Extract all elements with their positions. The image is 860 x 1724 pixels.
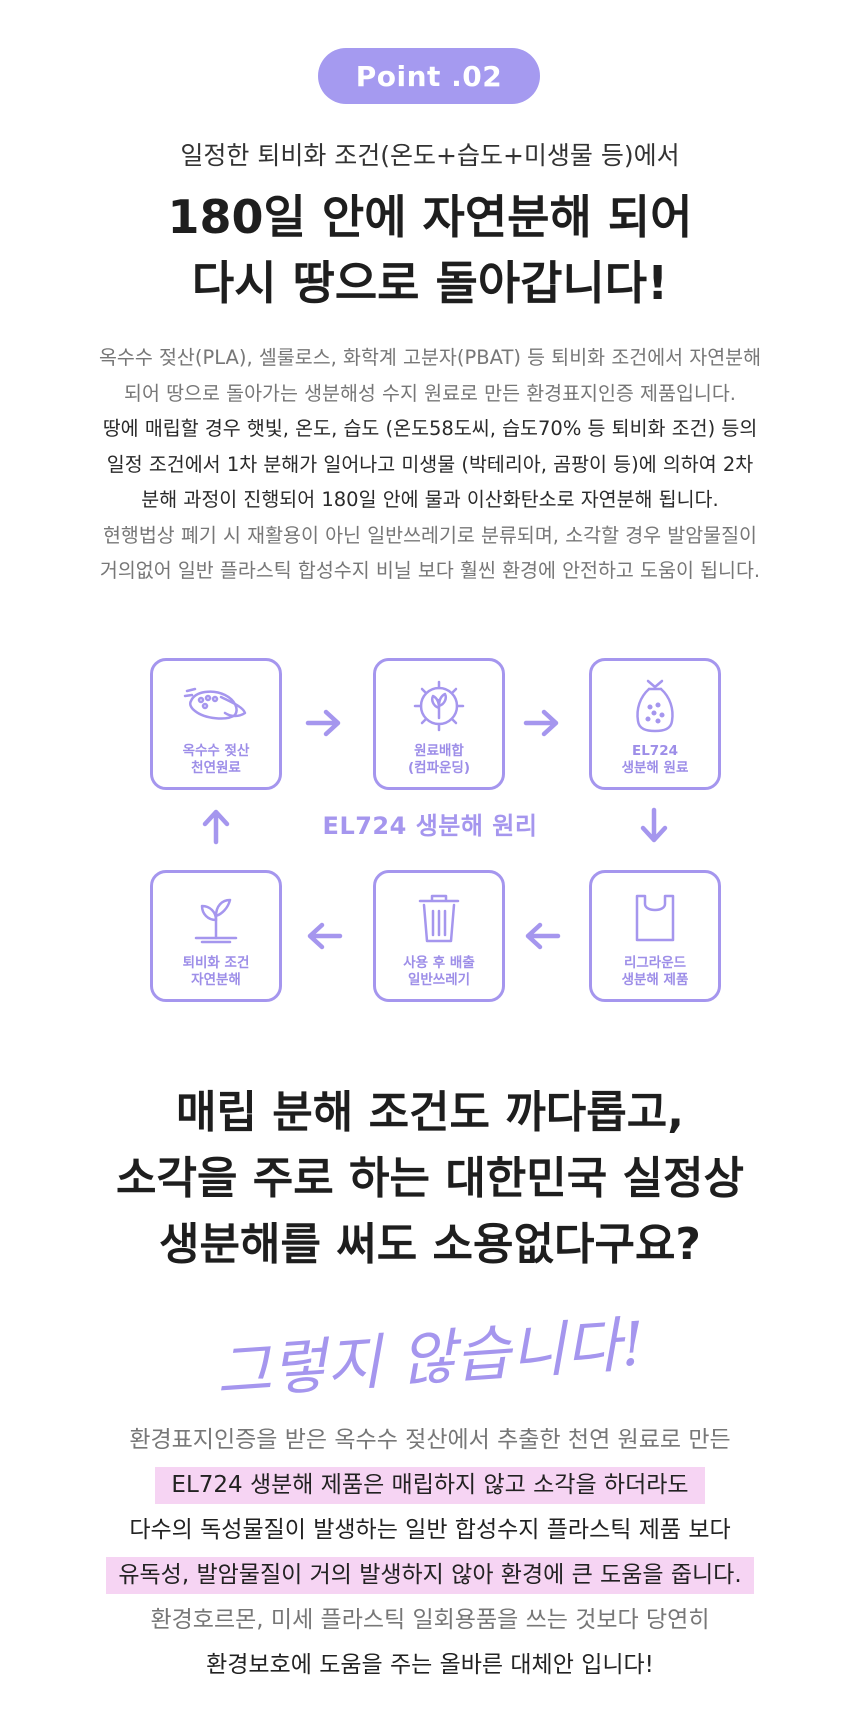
trash-icon — [376, 887, 502, 949]
step-label: 퇴비화 조건 자연분해 — [153, 955, 279, 989]
step-natural-decomposition: 퇴비화 조건 자연분해 — [150, 870, 282, 1002]
highlight-text: EL724 생분해 제품은 매립하지 않고 소각을 하더라도 — [155, 1467, 705, 1504]
closing-line: 환경표지인증을 받은 옥수수 젖산에서 추출한 천연 원료로 만든 — [129, 1427, 731, 1453]
description-paragraph: 옥수수 젖산(PLA), 셀룰로스, 화학계 고분자(PBAT) 등 퇴비화 조… — [20, 340, 840, 589]
arrow-right-icon — [523, 709, 559, 737]
description-line: 땅에 매립할 경우 햇빛, 온도, 습도 (온도58도씨, 습도70% 등 퇴비… — [102, 417, 758, 440]
closing-line-highlighted: EL724 생분해 제품은 매립하지 않고 소각을 하더라도 — [0, 1463, 860, 1508]
corn-icon — [153, 675, 279, 737]
step-label-line: 사용 후 배출 — [403, 955, 475, 971]
section-headline: 180일 안에 자연분해 되어 다시 땅으로 돌아갑니다! — [0, 184, 860, 316]
arrow-left-icon — [307, 922, 343, 950]
step-label-line: (컴파운딩) — [407, 760, 471, 776]
headline-line: 180일 안에 자연분해 되어 — [167, 190, 693, 244]
point-badge: Point .02 — [318, 48, 540, 104]
step-label-line: 옥수수 젖산 — [182, 743, 250, 759]
highlight-text: 유독성, 발암물질이 거의 발생하지 않아 환경에 큰 도움을 줍니다. — [106, 1557, 754, 1594]
question-line: 생분해를 써도 소용없다구요? — [159, 1219, 701, 1270]
step-general-waste: 사용 후 배출 일반쓰레기 — [373, 870, 505, 1002]
description-line: 일정 조건에서 1차 분해가 일어나고 미생물 (박테리아, 곰팡이 등)에 의… — [106, 452, 754, 476]
arrow-left-icon — [525, 922, 561, 950]
closing-line: 환경보호에 도움을 주는 올바른 대체안 입니다! — [206, 1652, 654, 1678]
step-label: EL724 생분해 원료 — [592, 743, 718, 777]
sprout-icon — [153, 887, 279, 949]
diagram-title: EL724 생분해 원리 — [322, 812, 538, 840]
description-line: 현행법상 폐기 시 재활용이 아닌 일반쓰레기로 분류되며, 소각할 경우 발암… — [102, 523, 757, 547]
arrow-down-icon — [640, 807, 668, 843]
step-label-line: 자연분해 — [191, 972, 241, 988]
section-subtitle: 일정한 퇴비화 조건(온도+습도+미생물 등)에서 — [180, 141, 680, 170]
step-el724-raw-material: EL724 생분해 원료 — [589, 658, 721, 790]
step-label: 리그라운드 생분해 제품 — [592, 955, 718, 989]
step-corn-raw-material: 옥수수 젖산 천연원료 — [150, 658, 282, 790]
headline-line: 다시 땅으로 돌아갑니다! — [191, 256, 669, 310]
step-compounding: 원료배합 (컴파운딩) — [373, 658, 505, 790]
step-label-line: 천연원료 — [191, 760, 241, 776]
question-heading: 매립 분해 조건도 까다롭고, 소각을 주로 하는 대한민국 실정상 생분해를 … — [0, 1080, 860, 1278]
step-label: 원료배합 (컴파운딩) — [376, 743, 502, 777]
arrow-up-icon — [202, 809, 230, 845]
step-label-line: 퇴비화 조건 — [182, 955, 250, 971]
arrow-right-icon — [305, 709, 341, 737]
step-label-line: 일반쓰레기 — [407, 972, 471, 988]
step-label-line: 리그라운드 — [623, 955, 687, 971]
closing-line: 환경호르몬, 미세 플라스틱 일회용품을 쓰는 것보다 당연히 — [150, 1607, 710, 1633]
step-label-line: 원료배합 — [414, 743, 464, 759]
question-line: 소각을 주로 하는 대한민국 실정상 — [116, 1153, 744, 1204]
step-label-line: EL724 — [631, 743, 678, 759]
closing-paragraph: 환경표지인증을 받은 옥수수 젖산에서 추출한 천연 원료로 만든 EL724 … — [0, 1418, 860, 1688]
question-line: 매립 분해 조건도 까다롭고, — [176, 1087, 684, 1138]
gear-leaf-icon — [376, 675, 502, 737]
step-regrind-product: 리그라운드 생분해 제품 — [589, 870, 721, 1002]
description-line: 되어 땅으로 돌아가는 생분해성 수지 원료로 만든 환경표지인증 제품입니다. — [124, 381, 736, 405]
closing-line: 다수의 독성물질이 발생하는 일반 합성수지 플라스틱 제품 보다 — [129, 1517, 731, 1543]
description-line: 거의없어 일반 플라스틱 합성수지 비닐 보다 훨씬 환경에 안전하고 도움이 … — [99, 559, 761, 582]
description-line: 분해 과정이 진행되어 180일 안에 물과 이산화탄소로 자연분해 됩니다. — [141, 488, 719, 511]
step-label-line: 생분해 제품 — [621, 972, 689, 988]
sack-icon — [592, 675, 718, 737]
closing-line-highlighted: 유독성, 발암물질이 거의 발생하지 않아 환경에 큰 도움을 줍니다. — [0, 1553, 860, 1598]
step-label: 사용 후 배출 일반쓰레기 — [376, 955, 502, 989]
description-line: 옥수수 젖산(PLA), 셀룰로스, 화학계 고분자(PBAT) 등 퇴비화 조… — [98, 346, 762, 369]
step-label-line: 생분해 원료 — [621, 760, 689, 776]
answer-script-text: 그렇지 않습니다! — [213, 1309, 648, 1409]
bag-icon — [592, 887, 718, 949]
step-label: 옥수수 젖산 천연원료 — [153, 743, 279, 777]
